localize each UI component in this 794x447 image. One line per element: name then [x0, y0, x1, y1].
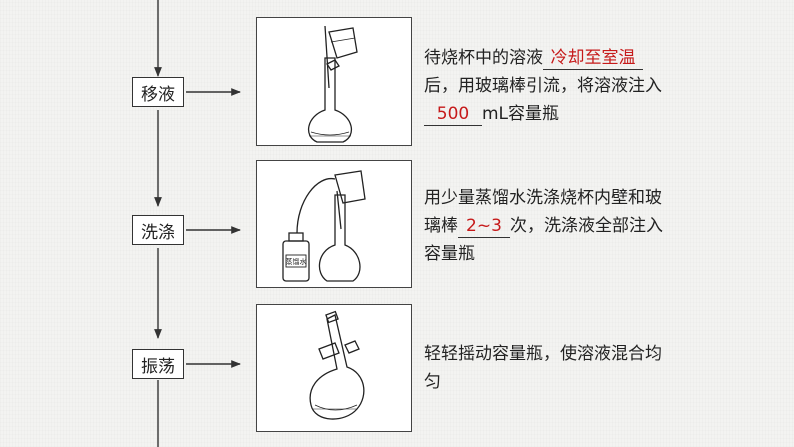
transfer-text-b: 后，用玻璃棒引流，将溶液注入	[424, 76, 662, 96]
hand-sketch	[326, 59, 340, 71]
wash-text-b: 次，洗涤液全部注入容量瓶	[424, 216, 663, 264]
illustration-transfer	[256, 17, 412, 146]
volumetric-flask	[307, 57, 353, 143]
wash-text-a: 用少量蒸馏水洗涤烧杯内壁和玻璃棒	[424, 188, 662, 236]
wash-tube	[296, 178, 336, 234]
transfer-text-c: mL容量瓶	[482, 104, 560, 124]
step-shake-box: 振荡	[132, 349, 184, 379]
illustration-wash: 蒸馏水	[256, 160, 412, 288]
hand-sketch	[318, 342, 340, 360]
beaker	[334, 170, 366, 204]
bottle-label: 蒸馏水	[286, 257, 307, 266]
transfer-drawing	[307, 25, 358, 143]
step-wash-label: 洗涤	[141, 222, 175, 243]
beaker	[328, 27, 358, 59]
volumetric-flask	[309, 314, 365, 420]
glass-rod	[324, 25, 330, 89]
transfer-answer-2: 500	[424, 103, 482, 126]
wash-drawing: 蒸馏水	[282, 170, 366, 282]
volumetric-flask	[318, 194, 361, 282]
step-wash-box: 洗涤	[132, 215, 184, 245]
shake-drawing	[309, 310, 365, 420]
step-transfer-box: 移液	[132, 77, 184, 107]
transfer-text-a: 待烧杯中的溶液	[424, 48, 543, 68]
illustration-shake	[256, 304, 412, 432]
glass-rod	[336, 190, 342, 230]
wash-answer-1: 2~3	[458, 215, 510, 238]
step-shake-description: 轻轻摇动容量瓶，使溶液混合均匀	[424, 340, 676, 396]
step-shake-label: 振荡	[141, 356, 175, 377]
shake-text-a: 轻轻摇动容量瓶，使溶液混合均匀	[424, 344, 662, 392]
step-transfer-label: 移液	[141, 84, 175, 105]
transfer-answer-1: 冷却至室温	[543, 47, 643, 70]
